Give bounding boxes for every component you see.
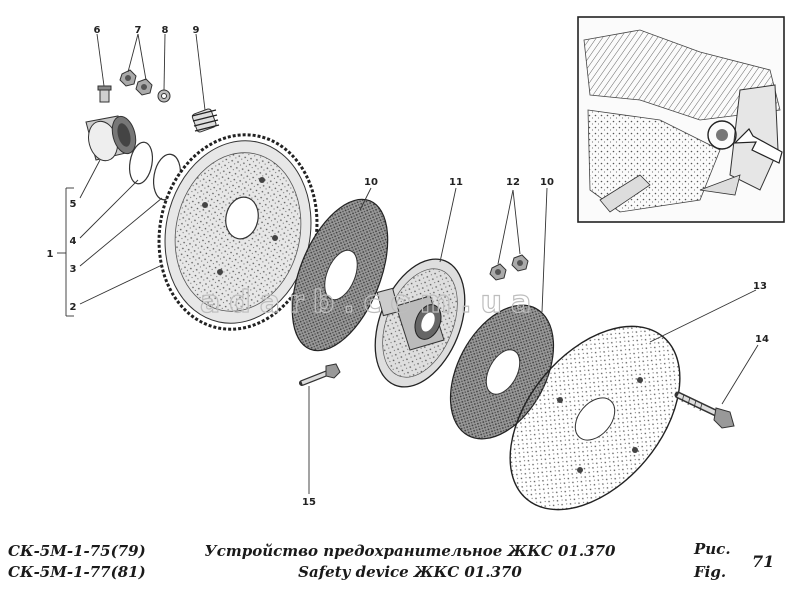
callout-11: 11 [449,177,463,188]
part-12-nuts [489,254,529,281]
part-6-stud [97,85,112,103]
figure-caption: СК-5М-1-75(79) СК-5М-1-77(81) Устройство… [8,540,774,581]
callout-10-right: 10 [540,177,554,188]
callout-5: 5 [70,199,77,210]
callout-8: 8 [162,25,169,36]
caption-title-en: Safety device ЖКС 01.370 [298,563,522,581]
callout-2: 2 [70,302,77,313]
callout-15: 15 [302,497,316,508]
part-7-nuts [119,69,153,96]
part-14-bolt [674,391,735,429]
model-line-2: СК-5М-1-77(81) [8,563,146,581]
callout-13: 13 [753,281,767,292]
callout-9: 9 [193,25,200,36]
part-4-ring [128,141,154,185]
caption-title-ru: Устройство предохранительное ЖКС 01.370 [205,542,616,560]
part-11-hub [374,258,466,388]
callout-3: 3 [70,264,77,275]
callout-10-left: 10 [364,177,378,188]
callout-4: 4 [70,236,77,247]
callout-7: 7 [135,25,142,36]
part-5-bushing [85,115,137,162]
part-2-sprocket [157,133,319,331]
part-8-washer [157,89,171,103]
inset-photo [577,16,785,223]
callout-6: 6 [94,25,101,36]
fig-number: 71 [752,552,774,571]
part-15-bolt [299,363,341,386]
model-line-1: СК-5М-1-75(79) [8,542,146,560]
pointer-arrow-icon [733,128,783,164]
callout-1: 1 [47,249,54,260]
leader-lines [57,33,759,494]
watermark: adarb.com.ua [200,285,540,320]
fig-label-ru: Рис. [693,540,731,558]
callout-labels: 6 7 8 9 5 4 3 2 1 10 11 12 10 13 14 15 [47,25,769,508]
fig-label-en: Fig. [693,563,726,581]
part-10-friction-disc-left [291,198,389,352]
callout-14: 14 [755,334,769,345]
part-9-spring [191,108,220,133]
part-13-pressure-plate [509,325,681,511]
callout-12: 12 [506,177,520,188]
